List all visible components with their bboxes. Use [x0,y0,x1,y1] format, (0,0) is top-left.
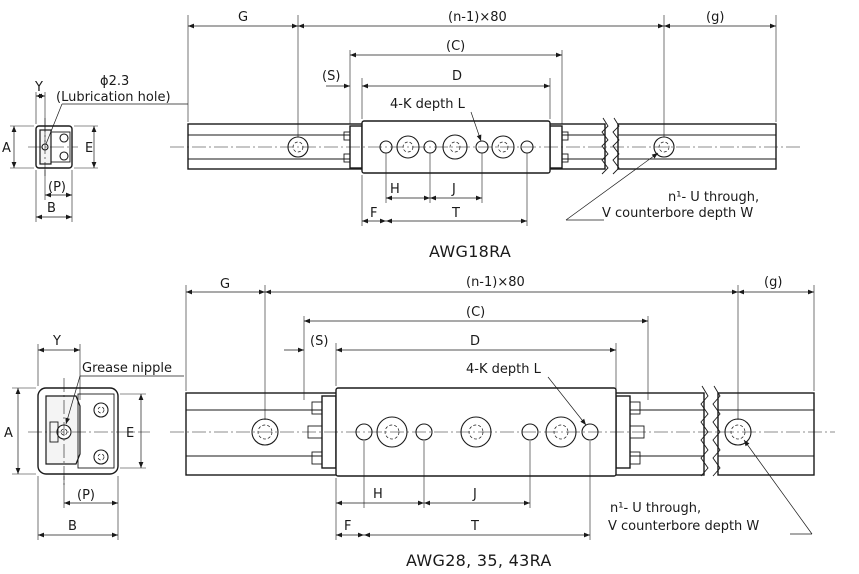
label-hole-dia: ϕ2.3 [100,74,129,89]
label-lubrication-hole: (Lubrication hole) [56,90,171,105]
end-view-bottom [12,344,184,540]
label-e: E [85,141,93,156]
label-j: J [472,487,477,502]
label-f: F [370,206,377,221]
label-g: G [238,10,248,25]
label-a: A [2,141,11,156]
diagram-awg18ra: Y A E (P) B ϕ2.3 (Lubrication hole) [2,10,800,261]
label-s: (S) [310,334,328,349]
label-h: H [373,487,383,502]
label-f: F [344,519,351,534]
label-h: H [390,182,400,197]
label-c: (C) [466,305,485,320]
label-grease-nipple: Grease nipple [82,361,172,376]
label-e: E [126,426,134,441]
label-p: (P) [48,180,66,195]
diagram-title-top: AWG18RA [429,242,511,261]
label-t: T [470,519,479,534]
label-b: B [47,201,56,216]
label-tap: 4-K depth L [466,362,542,377]
label-g-end: (g) [764,275,782,290]
label-a: A [4,426,13,441]
label-d: D [470,334,480,349]
label-pitch: (n-1)×80 [466,275,525,290]
label-y: Y [34,80,43,95]
diagram-title-bottom: AWG28, 35, 43RA [406,551,552,570]
label-b: B [68,519,77,534]
label-j: J [451,182,456,197]
label-s: (S) [322,69,340,84]
label-t: T [451,206,460,221]
label-counterbore-1: n¹- U through, [610,501,701,516]
label-d: D [452,69,462,84]
end-view-top [10,92,188,222]
label-counterbore-2: V counterbore depth W [602,206,753,221]
label-y: Y [52,334,61,349]
label-p: (P) [77,488,95,503]
label-pitch: (n-1)×80 [448,10,507,25]
diagram-awg28-35-43ra: Y A E (P) B Grease nipple [4,275,835,570]
label-c: (C) [446,39,465,54]
label-counterbore-1: n¹- U through, [668,190,759,205]
label-tap: 4-K depth L [390,97,466,112]
label-counterbore-2: V counterbore depth W [608,519,759,534]
label-g-end: (g) [706,10,724,25]
label-g: G [220,277,230,292]
